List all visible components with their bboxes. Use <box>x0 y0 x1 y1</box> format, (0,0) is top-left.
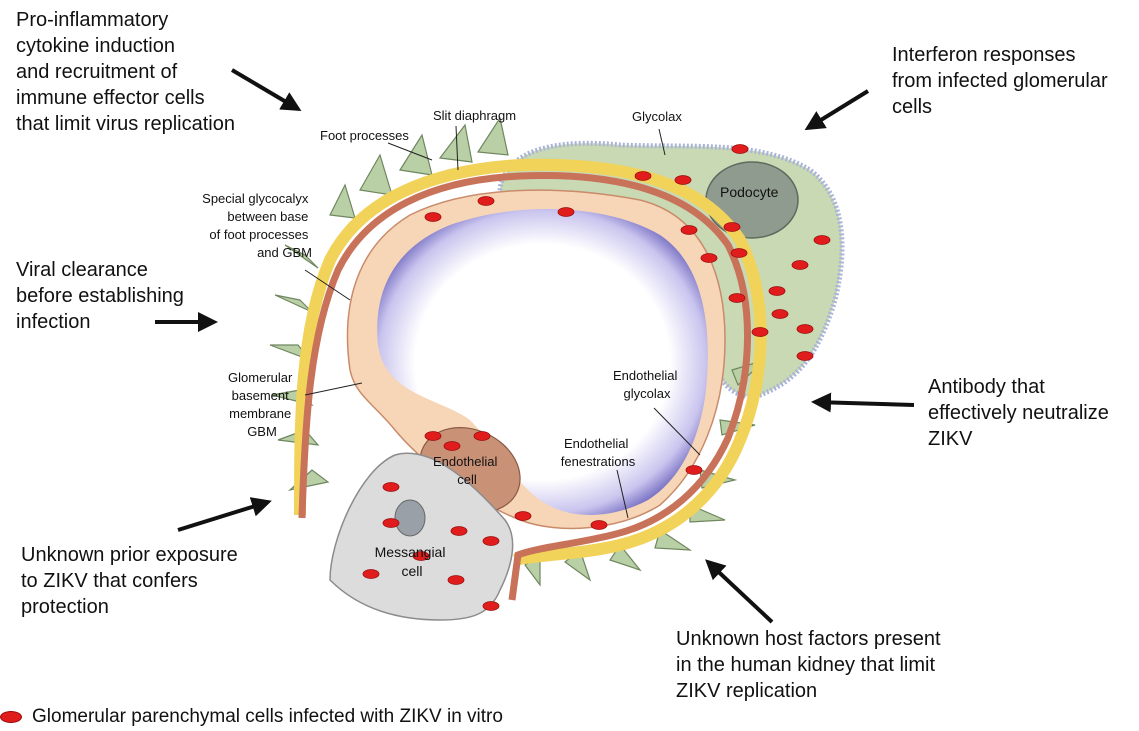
mesangial-nucleus <box>395 500 425 536</box>
label-foot-processes: Foot processes <box>320 128 409 143</box>
callout-antibody: Antibody that effectively neutralize ZIK… <box>928 374 1109 452</box>
infected-cell-marker <box>635 172 651 181</box>
arrow-pro-inflammatory <box>232 70 298 109</box>
infected-cell-marker <box>681 226 697 235</box>
infected-cell-marker <box>478 197 494 206</box>
label-gbm: Glomerular basement membrane GBM <box>228 370 296 439</box>
infected-cell-marker <box>797 325 813 334</box>
infected-cell-marker <box>474 432 490 441</box>
infected-cell-marker <box>769 287 785 296</box>
legend: Glomerular parenchymal cells infected wi… <box>0 704 503 730</box>
podocyte-nucleus <box>706 162 798 238</box>
label-special-glycocalyx: Special glycocalyx between base of foot … <box>202 191 312 260</box>
infected-cell-marker <box>797 352 813 361</box>
infected-cell-marker <box>724 223 740 232</box>
infected-cell-marker <box>444 442 460 451</box>
callout-interferon-responses: Interferon responses from infected glome… <box>892 42 1108 120</box>
arrow-prior-exposure <box>178 502 268 530</box>
infected-cell-marker <box>383 519 399 528</box>
arrow-interferon <box>808 91 868 128</box>
infected-cell-marker <box>792 261 808 270</box>
infected-cell-marker <box>558 208 574 217</box>
label-slit-diaphragm: Slit diaphragm <box>433 108 516 123</box>
infected-cell-marker <box>451 527 467 536</box>
infected-cell-marker <box>448 576 464 585</box>
callout-host-factors: Unknown host factors present in the huma… <box>676 626 941 704</box>
infected-cell-marker <box>814 236 830 245</box>
infected-cell-marker <box>515 512 531 521</box>
infected-cell-marker <box>686 466 702 475</box>
label-glycolax: Glycolax <box>632 109 682 124</box>
infected-cell-marker <box>675 176 691 185</box>
infected-cell-marker <box>425 432 441 441</box>
infected-cell-marker <box>731 249 747 258</box>
infected-cell-marker <box>483 537 499 546</box>
infected-cell-marker <box>591 521 607 530</box>
callout-prior-exposure: Unknown prior exposure to ZIKV that conf… <box>21 542 238 620</box>
infected-cell-marker <box>701 254 717 263</box>
infected-cell-marker <box>383 483 399 492</box>
callout-viral-clearance: Viral clearance before establishing infe… <box>16 257 184 335</box>
infected-cell-marker <box>483 602 499 611</box>
infected-cell-marker <box>772 310 788 319</box>
label-podocyte: Podocyte <box>720 184 779 200</box>
arrow-host-factors <box>708 562 772 622</box>
infected-cell-marker <box>732 145 748 154</box>
infected-cell-marker <box>729 294 745 303</box>
infected-cell-marker <box>363 570 379 579</box>
infected-cell-marker <box>752 328 768 337</box>
legend-text: Glomerular parenchymal cells infected wi… <box>32 706 503 728</box>
infected-cell-marker <box>425 213 441 222</box>
infected-marker-icon <box>0 711 22 723</box>
callout-pro-inflammatory: Pro-inflammatory cytokine induction and … <box>16 7 235 137</box>
arrow-antibody <box>815 402 914 405</box>
